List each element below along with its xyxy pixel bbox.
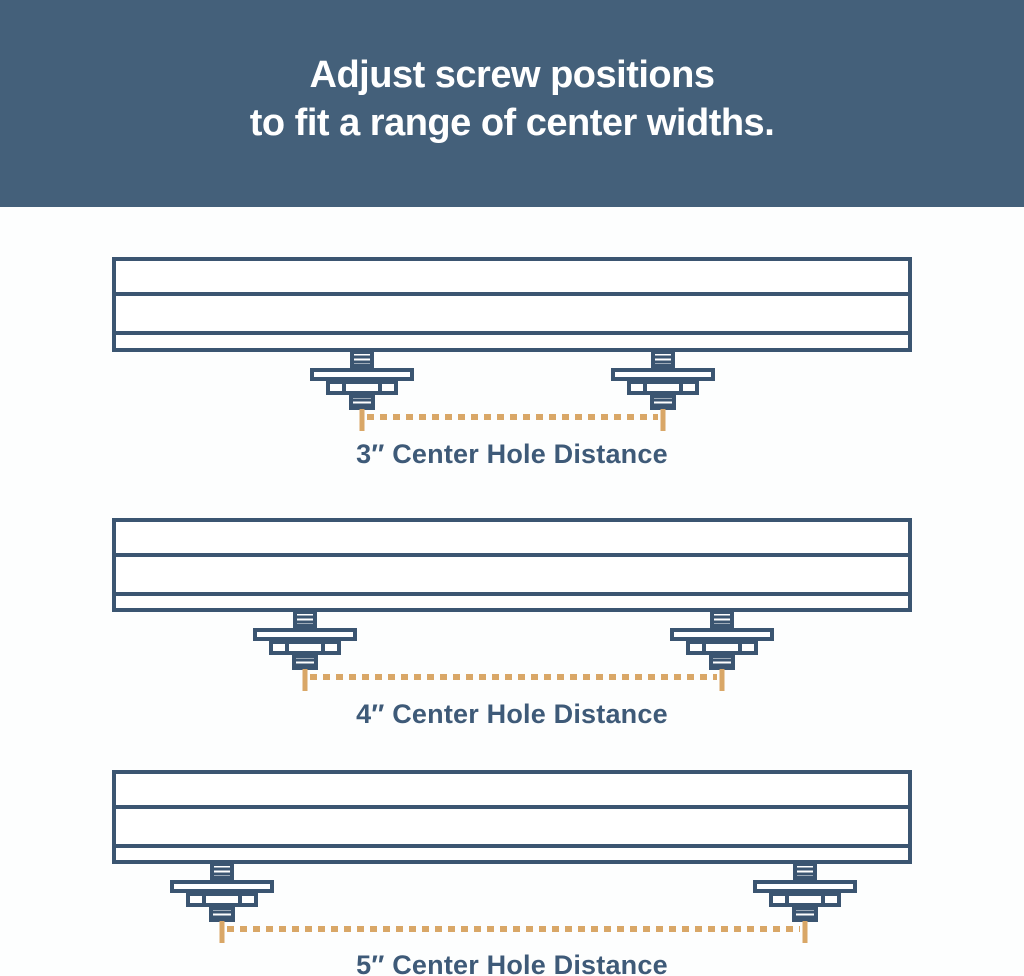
screw-upper-thread: [793, 862, 817, 880]
distance-label-3in: 3″ Center Hole Distance: [356, 439, 668, 469]
rail-bar: [112, 518, 912, 612]
screw-nut: [686, 640, 758, 655]
rail-bar: [112, 770, 912, 864]
screw-right: [611, 350, 715, 410]
distance-label-5in: 5″ Center Hole Distance: [356, 950, 668, 976]
measurement: [359, 409, 666, 431]
screw-flange: [753, 880, 857, 893]
rail-outline: [112, 518, 912, 612]
screw-flange: [170, 880, 274, 893]
screw-left: [310, 350, 414, 410]
screw-flange: [670, 628, 774, 641]
screw-nut: [627, 380, 699, 395]
screw-upper-thread: [293, 610, 317, 628]
diagram-3: [112, 770, 912, 943]
screw-flange: [611, 368, 715, 381]
screw-upper-thread: [350, 350, 374, 368]
screw-right: [670, 610, 774, 670]
rail-outline: [112, 257, 912, 352]
header-title-line-1: Adjust screw positions: [309, 54, 715, 96]
rail-bar: [112, 257, 912, 352]
screw-nut: [186, 892, 258, 907]
diagram-2: [112, 518, 912, 691]
screw-upper-thread: [210, 862, 234, 880]
measurement: [302, 669, 725, 691]
header-title-line-2: to fit a range of center widths.: [249, 102, 775, 144]
screw-nut: [269, 640, 341, 655]
rail-outline: [112, 770, 912, 864]
screw-nut: [769, 892, 841, 907]
screw-flange: [310, 368, 414, 381]
header-banner: Adjust screw positions to fit a range of…: [0, 0, 1024, 207]
screw-right: [753, 862, 857, 922]
screw-upper-thread: [651, 350, 675, 368]
screw-left: [170, 862, 274, 922]
screw-upper-thread: [710, 610, 734, 628]
screw-nut: [326, 380, 398, 395]
distance-label-4in: 4″ Center Hole Distance: [356, 699, 668, 729]
measurement: [219, 921, 808, 943]
diagram-1: [112, 257, 912, 431]
screw-left: [253, 610, 357, 670]
screw-flange: [253, 628, 357, 641]
